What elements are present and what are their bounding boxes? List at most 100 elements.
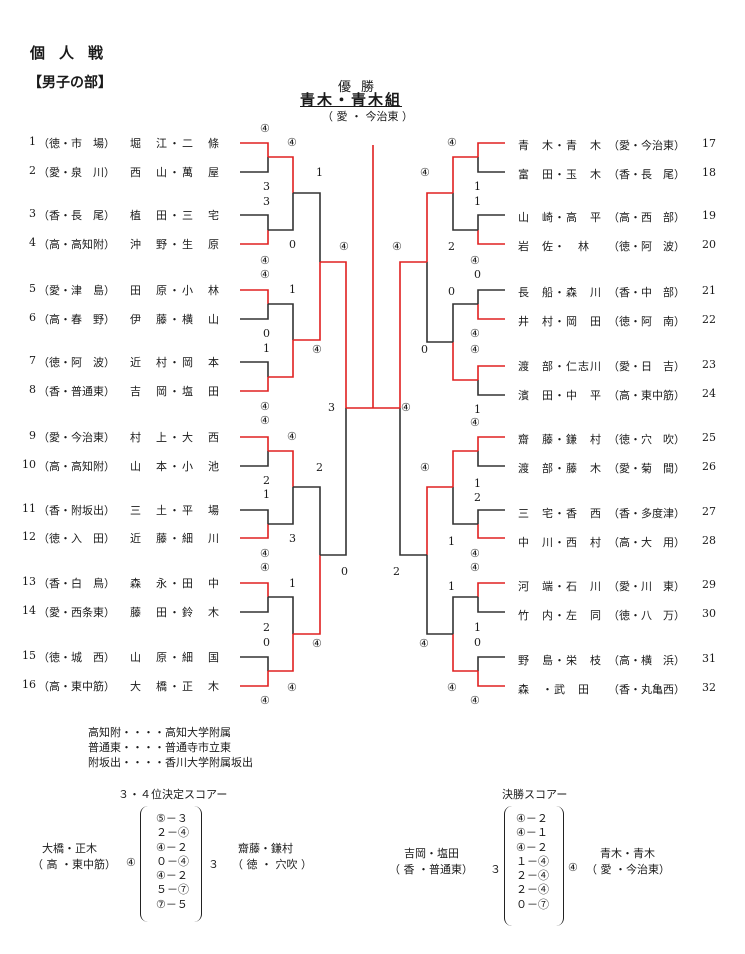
player-name: 渡 部・仁志川 [518, 360, 602, 373]
game-score: ④－２ [156, 840, 188, 854]
player-team: （徳・阿 波） [38, 356, 115, 369]
player-name: 吉 岡・塩 田 [130, 385, 221, 398]
score-label: ④ [260, 122, 270, 135]
player-number: 5 [29, 282, 36, 295]
game-score: ０－⑦ [516, 897, 549, 911]
player-team: （高・横 浜） [608, 654, 685, 667]
third-place-heading: ３・４位決定スコアー [118, 788, 228, 801]
score-label: ④ [470, 416, 480, 429]
score-label: 1 [474, 477, 481, 490]
score-label: ④ [447, 681, 457, 694]
final-heading: 決勝スコアー [502, 788, 568, 801]
game-score: ④－２ [156, 869, 188, 883]
score-label: ④ [312, 637, 322, 650]
score-label: ④ [447, 136, 457, 149]
player-name: 青 木・青 木 [518, 139, 602, 152]
player-name: 岩 佐・ 林 [518, 240, 590, 253]
player-name: 中 川・西 村 [518, 536, 602, 549]
score-label: ④ [470, 343, 480, 356]
score-label: 1 [448, 535, 455, 548]
player-number: 6 [29, 311, 36, 324]
score-label: 2 [474, 491, 481, 504]
score-label: 1 [448, 580, 455, 593]
score-label: ④ [470, 254, 480, 267]
score-label: 1 [289, 283, 296, 296]
player-team: （徳・城 西） [38, 651, 115, 664]
player-team: （徳・阿 南） [608, 315, 685, 328]
third-left-name: 大橋・正木 [42, 842, 97, 855]
score-label: 2 [263, 474, 270, 487]
score-label: ④ [392, 240, 402, 253]
player-number: 27 [702, 505, 716, 518]
final-left-team: （ 香 ・普通東） [389, 863, 473, 876]
player-name: 近 村・岡 本 [130, 356, 221, 369]
score-label: ④ [339, 240, 349, 253]
score-label: ④ [470, 561, 480, 574]
player-number: 14 [22, 604, 36, 617]
player-team: （香・普通東） [38, 385, 115, 398]
player-team: （愛・日 吉） [608, 360, 685, 373]
game-score: １－④ [516, 854, 549, 868]
player-number: 1 [29, 135, 36, 148]
score-label: ④ [420, 461, 430, 474]
final-right-score: ④ [568, 861, 578, 874]
player-name: 山 本・小 池 [130, 460, 221, 473]
score-label: 0 [474, 268, 481, 281]
score-label: 3 [289, 532, 296, 545]
section-label: 【男子の部】 [28, 75, 112, 91]
player-number: 18 [702, 166, 716, 179]
legend-line: 普通東・・・・普通寺市立東 [88, 741, 231, 754]
player-number: 21 [702, 284, 716, 297]
score-label: 0 [289, 238, 296, 251]
player-number: 8 [29, 383, 36, 396]
player-team: （愛・津 島） [38, 284, 115, 297]
player-team: （高・西 部） [608, 211, 685, 224]
game-score: ０－④ [156, 854, 189, 868]
player-team: （高・東中筋） [38, 680, 115, 693]
player-name: 近 藤・細 川 [130, 532, 221, 545]
score-label: 1 [316, 166, 323, 179]
score-label: ④ [287, 136, 297, 149]
player-team: （徳・八 万） [608, 609, 685, 622]
third-left-team: （ 高 ・東中筋） [32, 858, 116, 871]
game-score: ④－２ [516, 812, 548, 825]
score-label: 1 [289, 577, 296, 590]
player-name: 河 端・石 川 [518, 580, 602, 593]
player-name: 齋 藤・鎌 村 [518, 433, 602, 446]
score-label: ④ [287, 681, 297, 694]
player-number: 24 [702, 387, 716, 400]
score-label: ④ [287, 430, 297, 443]
champion-names: 青木・青木組 [300, 91, 403, 109]
player-number: 9 [29, 429, 36, 442]
player-number: 20 [702, 238, 716, 251]
player-team: （愛・西条東） [38, 606, 115, 619]
player-team: （高・高知附） [38, 460, 115, 473]
third-left-score: ④ [126, 856, 136, 869]
player-number: 29 [702, 578, 716, 591]
page-title: 個人戦 [30, 44, 118, 62]
player-name: 沖 野・生 原 [130, 238, 221, 251]
player-team: （高・高知附） [38, 238, 115, 251]
player-number: 17 [702, 137, 716, 150]
score-label: 2 [263, 621, 270, 634]
player-team: （愛・今治東） [608, 139, 685, 152]
player-name: 渡 部・藤 木 [518, 462, 602, 475]
player-name: 伊 藤・横 山 [130, 313, 221, 326]
game-score: ２－④ [516, 869, 549, 883]
champion-team: （ 愛 ・ 今治東 ） [322, 110, 413, 123]
score-label: ④ [401, 401, 411, 414]
player-name: 大 橋・正 木 [130, 680, 221, 693]
player-number: 19 [702, 209, 716, 222]
score-label: 0 [263, 327, 270, 340]
player-name: 長 船・森 川 [518, 286, 602, 299]
player-team: （愛・川 東） [608, 580, 685, 593]
score-label: 3 [263, 195, 270, 208]
player-number: 22 [702, 313, 716, 326]
game-score: ２－④ [516, 883, 549, 897]
player-number: 12 [22, 530, 36, 543]
score-label: 0 [341, 565, 348, 578]
player-team: （香・多度津） [608, 507, 685, 520]
player-team: （高・東中筋） [608, 389, 685, 402]
game-score: ⑦－５ [156, 897, 188, 911]
player-team: （徳・市 場） [38, 137, 115, 150]
